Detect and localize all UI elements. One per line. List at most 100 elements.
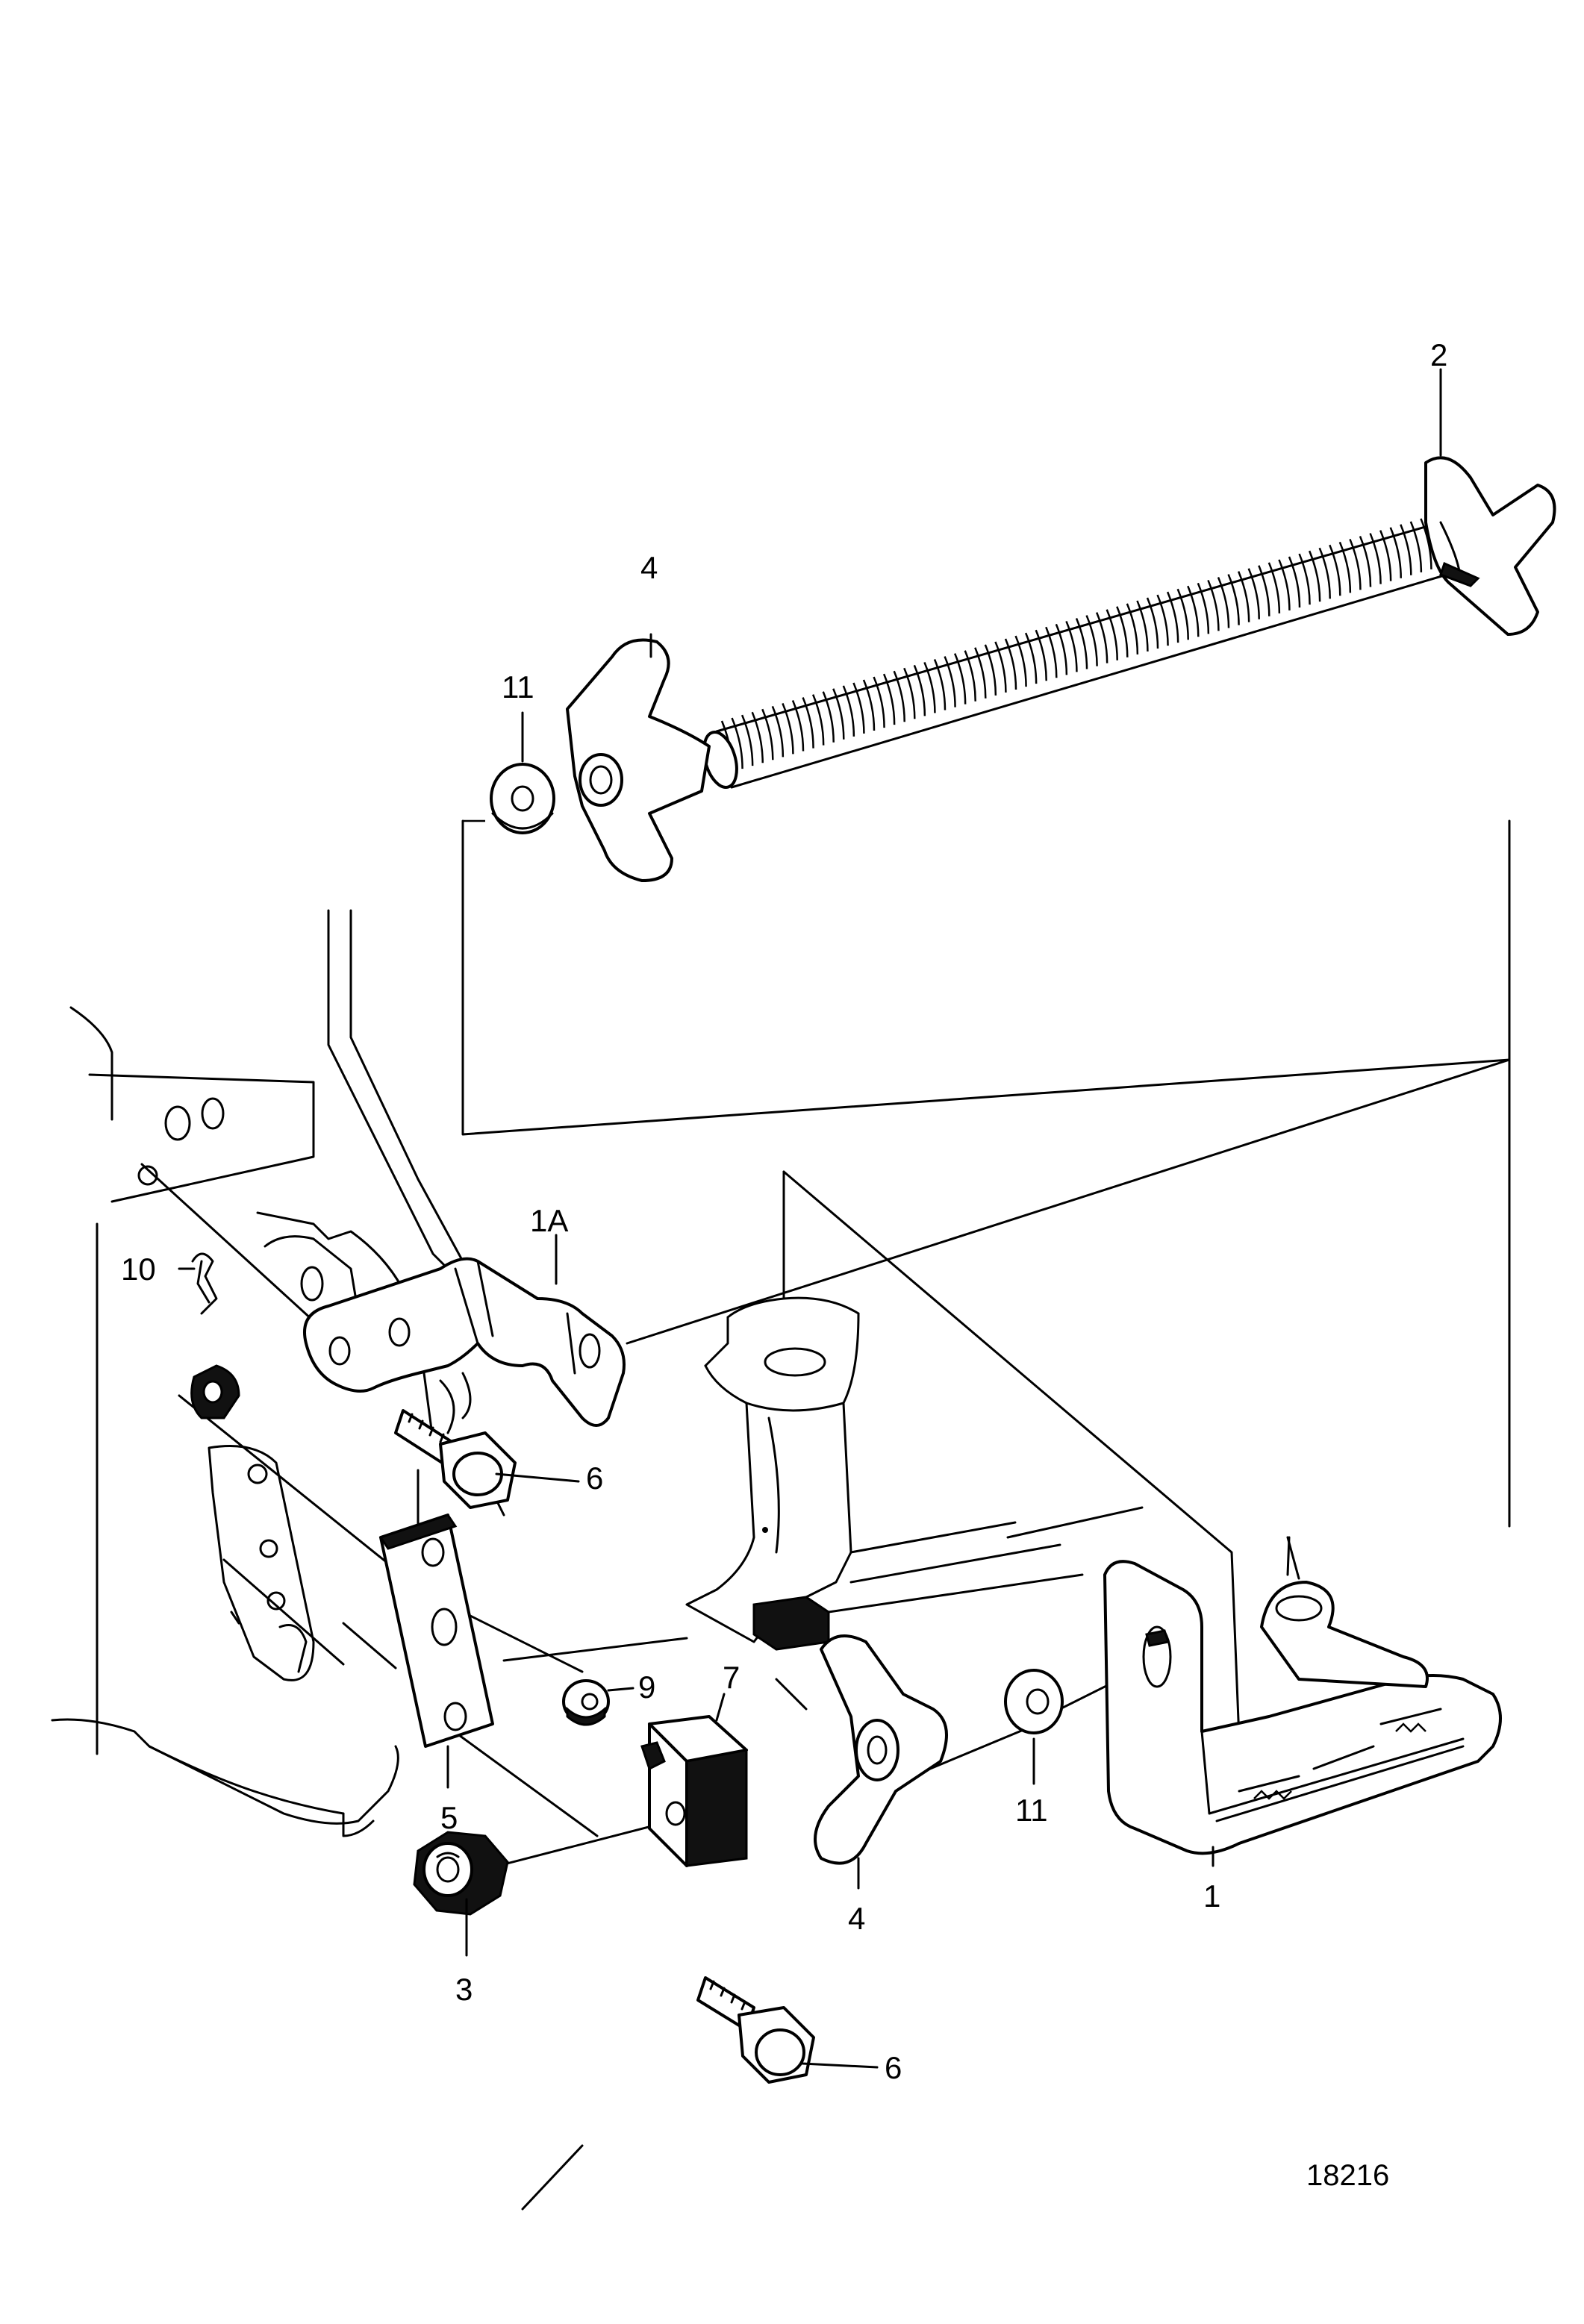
thread-ridge [1400,524,1412,575]
thread-ridge [822,691,835,743]
thread-ridge [1308,550,1321,602]
t-handle-screw [702,456,1556,789]
thread-ridge [944,656,956,707]
callout-11-bottom: 11 [1015,1793,1048,1828]
thread-ridge [1258,565,1270,616]
callout-3: 3 [455,1972,473,2007]
callout-9: 9 [638,1669,655,1705]
thread-ridge [1136,600,1149,652]
thread-ridge [842,685,855,737]
thread-ridge [1369,533,1382,584]
washer-9 [562,1679,610,1726]
thread-ridge [1126,603,1139,655]
lock-nut [413,1831,509,1916]
thread-ridge [882,673,896,725]
thread-ridge [832,688,845,740]
thread-ridge [1227,574,1240,625]
pedestal-mount [685,1296,1144,1651]
bracket-1a [303,1257,626,1434]
thread-ridge [893,670,905,722]
thread-ridge [1166,591,1179,643]
thread-ridge [1197,582,1210,634]
thread-ridge [1359,536,1372,587]
thread-ridge [1035,629,1047,681]
thread-ridge [1156,594,1169,646]
thread-ridge [1176,588,1189,640]
thread-ridge [1237,571,1250,622]
thread-ridge [933,659,947,710]
thread-ridge [913,664,926,716]
thread-ridge [1045,626,1058,678]
thread-ridge [791,700,805,752]
explosion-lines [140,819,1511,2211]
callout-11-top: 11 [502,669,534,705]
thread-ridge [1420,518,1432,569]
callout-6-bottom: 6 [885,2050,902,2085]
threaded-block [640,1715,748,1867]
thread-ridge [1146,597,1159,649]
thread-ridge [1247,568,1260,619]
thread-ridge [862,679,876,731]
thread-ridge [1065,620,1078,672]
thread-ridge [802,697,814,749]
thread-ridge [1217,577,1230,628]
thread-ridge [1075,618,1088,669]
thread-ridge [953,653,967,705]
thread-ridge [1085,615,1098,666]
thread-ridge [964,650,976,702]
callout-leaders [178,368,1442,2069]
link-plate [190,1364,494,1748]
thread-ridge [1024,632,1038,684]
thread-ridge [761,708,774,760]
callout-4-bottom: 4 [848,1901,865,1936]
callout-6-top: 6 [586,1461,603,1496]
thread-ridge [782,702,794,755]
thread-ridge [740,714,754,766]
washer-top [490,763,555,834]
callout-2: 2 [1430,337,1447,372]
thread-ridge [1116,606,1129,657]
thread-ridge [771,705,785,758]
thread-ridge [1004,638,1017,690]
thread-ridge [1349,538,1362,590]
washer-bottom [1004,1669,1064,1734]
wing-nut-bottom [814,1634,948,1865]
thread-ridge [811,694,825,746]
thread-ridge [1389,527,1402,578]
thread-ridge [1318,547,1331,599]
callout-4-top: 4 [640,550,658,585]
bolt-upper [394,1409,517,1509]
callout-1: 1 [1203,1878,1220,1914]
thread-ridge [994,641,1007,693]
callout-10: 10 [121,1252,156,1287]
thread-ridge [1409,521,1423,572]
thread-ridge [1055,623,1068,675]
thread-ridge [1338,541,1352,593]
thread-ridge [903,667,916,719]
bolt-lower [696,1976,815,2084]
thread-ridge [1095,612,1109,663]
callout-7: 7 [723,1660,740,1695]
thread-ridge [1298,553,1311,605]
thread-ridge [1288,556,1301,608]
thread-ridge [1379,530,1392,581]
thread-ridge [873,676,885,728]
thread-ridge [731,717,743,769]
thread-ridge [974,647,987,699]
thread-ridge [923,661,936,713]
thread-ridge [1014,635,1027,687]
thread-ridge [1207,579,1220,631]
callout-5: 5 [440,1800,458,1835]
thread-ridge [1267,562,1281,613]
wing-nut-top [566,638,711,882]
cotter-pin [191,1252,218,1315]
callout-numbers: 2 4 11 1A 10 6 9 7 5 3 4 11 1 6 [121,337,1447,2085]
l-bracket [1103,1560,1502,1855]
callout-1a: 1A [530,1203,568,1238]
thread-ridge [751,711,764,763]
thread-ridge [1278,559,1291,610]
thread-ridge [1106,609,1118,660]
thread-ridge [1187,585,1200,637]
thread-ridge [1329,544,1341,596]
